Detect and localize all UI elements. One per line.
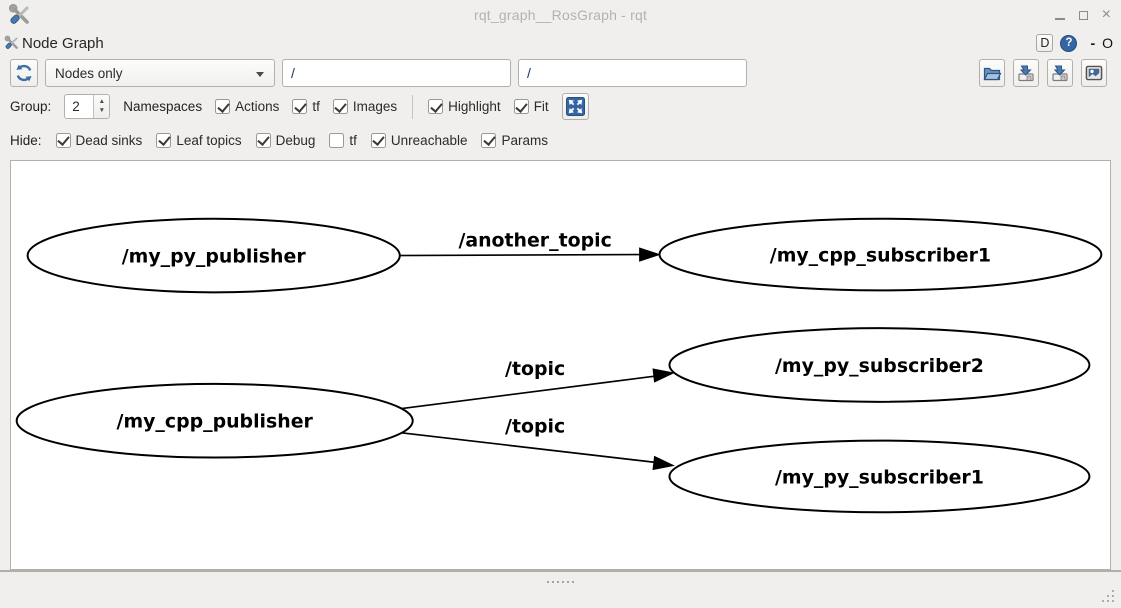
chevron-down-icon <box>256 72 264 77</box>
save-dot-button[interactable] <box>1013 59 1039 87</box>
dock-button[interactable]: D <box>1036 34 1054 52</box>
save-image-button[interactable] <box>1081 59 1107 87</box>
help-icon[interactable]: ? <box>1060 34 1078 52</box>
edge-topic-upper[interactable]: /topic <box>391 358 676 411</box>
plugin-title: Node Graph <box>22 34 104 52</box>
node-label: /my_cpp_publisher <box>117 411 314 433</box>
tools-app-icon <box>8 3 29 24</box>
checkbox-fit-label: Fit <box>533 99 549 114</box>
node-my-py-subscriber2[interactable]: /my_py_subscriber2 <box>668 327 1091 403</box>
window-title: rqt_graph__RosGraph - rqt <box>473 7 648 23</box>
fit-in-view-button[interactable] <box>561 93 589 120</box>
checkbox-hide-tf-box[interactable] <box>329 132 345 148</box>
checkbox-group-tf[interactable]: tf <box>292 99 320 114</box>
checkbox-highlight[interactable]: Highlight <box>428 99 501 114</box>
refresh-button[interactable] <box>10 59 38 87</box>
hide-label: Hide: <box>10 132 42 148</box>
checkbox-group-tf-label: tf <box>312 99 320 114</box>
ros-node-graph[interactable]: /another_topic /topic /topic /my_py_publ… <box>11 161 1110 569</box>
node-label: /my_py_subscriber2 <box>775 355 984 377</box>
spin-down-icon[interactable]: ▼ <box>98 106 105 114</box>
checkbox-actions-label: Actions <box>235 99 280 114</box>
checkbox-leaf-topics[interactable]: Leaf topics <box>156 132 242 148</box>
checkbox-fit[interactable]: Fit <box>513 99 549 114</box>
spinner-arrows[interactable]: ▲ ▼ <box>93 95 110 118</box>
window-titlebar[interactable]: rqt_graph__RosGraph - rqt × <box>0 0 1121 30</box>
folder-open-icon <box>983 67 1002 81</box>
spin-up-icon[interactable]: ▲ <box>98 98 105 105</box>
save-dot-icon <box>1018 65 1034 82</box>
checkbox-params-box[interactable] <box>481 132 497 148</box>
graph-type-value: Nodes only <box>55 65 123 81</box>
save-svg-button[interactable] <box>1047 59 1073 87</box>
checkbox-group-tf-box[interactable] <box>292 99 308 114</box>
checkbox-actions[interactable]: Actions <box>215 99 279 114</box>
topic-filter-input[interactable] <box>282 59 511 87</box>
refresh-icon <box>16 64 32 82</box>
image-icon <box>1085 65 1103 81</box>
hide-options-row: Hide: Dead sinks Leaf topics Debug tf Un… <box>0 123 1121 157</box>
checkbox-images-box[interactable] <box>332 99 348 114</box>
edge-label: /topic <box>505 358 565 380</box>
node-label: /my_py_publisher <box>122 246 307 268</box>
checkbox-unreachable[interactable]: Unreachable <box>370 132 468 148</box>
plugin-titlebar: Node Graph D ? - O <box>0 30 1121 56</box>
group-label: Group: <box>10 99 52 114</box>
group-spinbox-value: 2 <box>72 99 80 114</box>
maximize-icon[interactable] <box>1078 10 1088 20</box>
resize-grip[interactable] <box>1102 590 1116 604</box>
graph-type-select[interactable]: Nodes only <box>45 59 275 87</box>
checkbox-dead-sinks-label: Dead sinks <box>75 132 143 148</box>
checkbox-dead-sinks[interactable]: Dead sinks <box>55 132 143 148</box>
checkbox-leaf-topics-box[interactable] <box>156 132 172 148</box>
plugin-close-button[interactable]: O <box>1102 35 1113 51</box>
node-label: /my_py_subscriber1 <box>775 466 984 488</box>
checkbox-params-label: Params <box>501 132 548 148</box>
checkbox-params[interactable]: Params <box>481 132 548 148</box>
toolbar-separator <box>412 94 414 119</box>
group-options-row: Group: 2 ▲ ▼ Namespaces Actions tf Image… <box>0 90 1121 123</box>
checkbox-hide-tf-label: tf <box>349 132 357 148</box>
plugin-minimize-button[interactable]: - <box>1090 35 1096 51</box>
checkbox-highlight-box[interactable] <box>428 99 444 114</box>
checkbox-images-label: Images <box>352 99 398 114</box>
checkbox-unreachable-box[interactable] <box>370 132 386 148</box>
tools-plugin-icon <box>4 35 18 49</box>
checkbox-debug-label: Debug <box>275 132 316 148</box>
node-my-cpp-subscriber1[interactable]: /my_cpp_subscriber1 <box>658 217 1103 292</box>
group-spinbox[interactable]: 2 ▲ ▼ <box>64 94 111 119</box>
graph-toolbar: Nodes only <box>0 56 1121 90</box>
fit-in-view-icon <box>565 97 585 116</box>
node-my-py-publisher[interactable]: /my_py_publisher <box>26 217 401 294</box>
node-label: /my_cpp_subscriber1 <box>770 245 991 267</box>
close-icon[interactable]: × <box>1101 6 1111 23</box>
checkbox-images[interactable]: Images <box>332 99 398 114</box>
checkbox-highlight-label: Highlight <box>448 99 501 114</box>
checkbox-hide-tf[interactable]: tf <box>329 132 357 148</box>
edge-topic-lower[interactable]: /topic <box>391 416 676 471</box>
checkbox-fit-box[interactable] <box>513 99 529 114</box>
checkbox-dead-sinks-box[interactable] <box>55 132 71 148</box>
checkbox-leaf-topics-label: Leaf topics <box>176 132 242 148</box>
checkbox-debug[interactable]: Debug <box>255 132 316 148</box>
dock-divider <box>0 570 1121 572</box>
node-my-cpp-publisher[interactable]: /my_cpp_publisher <box>15 382 414 459</box>
checkbox-debug-box[interactable] <box>255 132 271 148</box>
checkbox-actions-box[interactable] <box>215 99 231 114</box>
load-dot-button[interactable] <box>979 59 1005 87</box>
checkbox-unreachable-label: Unreachable <box>390 132 468 148</box>
graph-canvas[interactable]: /another_topic /topic /topic /my_py_publ… <box>10 160 1111 570</box>
node-filter-input[interactable] <box>518 59 747 87</box>
node-my-py-subscriber1[interactable]: /my_py_subscriber1 <box>668 439 1091 514</box>
edge-label: /topic <box>505 416 565 438</box>
namespaces-label: Namespaces <box>123 99 203 114</box>
splitter-handle[interactable] <box>0 581 1121 583</box>
edge-another-topic[interactable]: /another_topic <box>391 230 662 262</box>
minimize-icon[interactable] <box>1054 18 1065 20</box>
edge-label: /another_topic <box>458 230 611 252</box>
save-svg-icon <box>1052 65 1068 82</box>
